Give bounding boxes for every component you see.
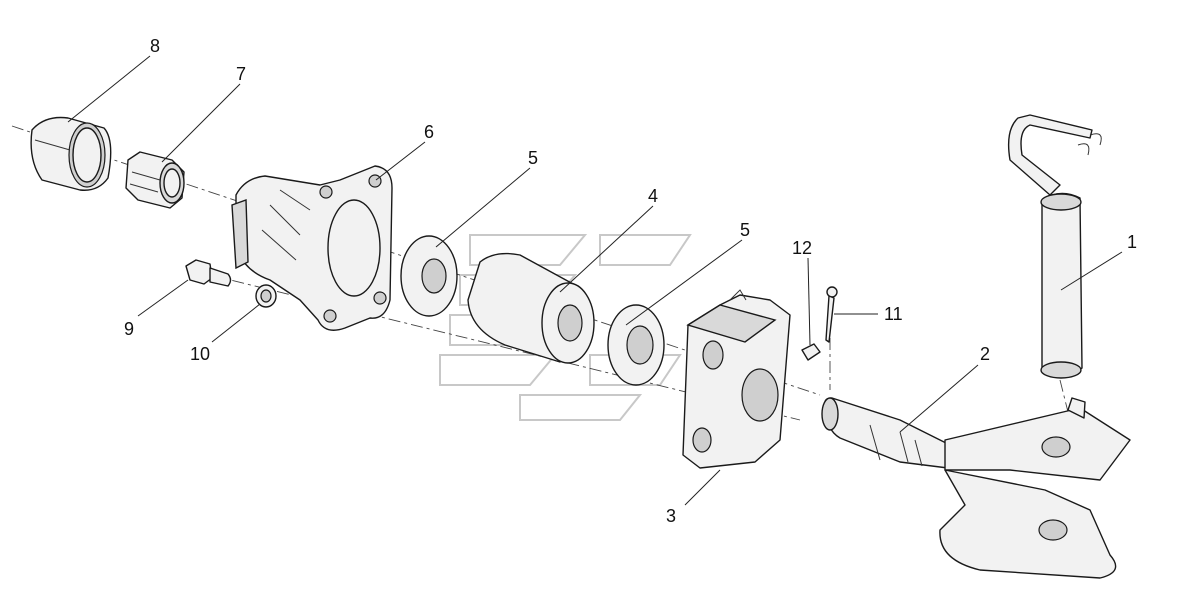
callout-1: 1 <box>1127 232 1137 252</box>
callout-11: 11 <box>884 304 903 324</box>
part-3-block <box>682 289 791 469</box>
part-9-bolt <box>185 259 232 287</box>
part-4-tube <box>467 252 595 364</box>
part-1-handle-pin <box>1007 114 1102 379</box>
callout-7: 7 <box>236 64 246 84</box>
part-6-housing <box>231 165 393 331</box>
part-5-ring-right <box>607 304 665 386</box>
part-7-nut <box>125 151 185 209</box>
callout-4: 4 <box>648 186 658 206</box>
callout-2: 2 <box>980 344 990 364</box>
callout-9: 9 <box>124 319 134 339</box>
part-5-ring-left <box>400 235 458 317</box>
callout-5-right: 5 <box>740 220 750 240</box>
leader-lines <box>67 55 1123 506</box>
part-11-cotter-pin <box>825 286 838 405</box>
callout-8: 8 <box>150 36 160 56</box>
callout-labels: 8 7 6 5 4 5 12 1 11 2 9 10 3 <box>124 36 1137 526</box>
part-8-sleeve <box>30 116 112 191</box>
callout-12: 12 <box>792 238 812 258</box>
part-12-grease-nipple <box>801 343 821 361</box>
callout-3: 3 <box>666 506 676 526</box>
callout-5-left: 5 <box>528 148 538 168</box>
part-2-pivot-arm <box>821 397 1131 579</box>
callout-10: 10 <box>190 344 210 364</box>
callout-6: 6 <box>424 122 434 142</box>
part-10-washer <box>255 284 277 308</box>
